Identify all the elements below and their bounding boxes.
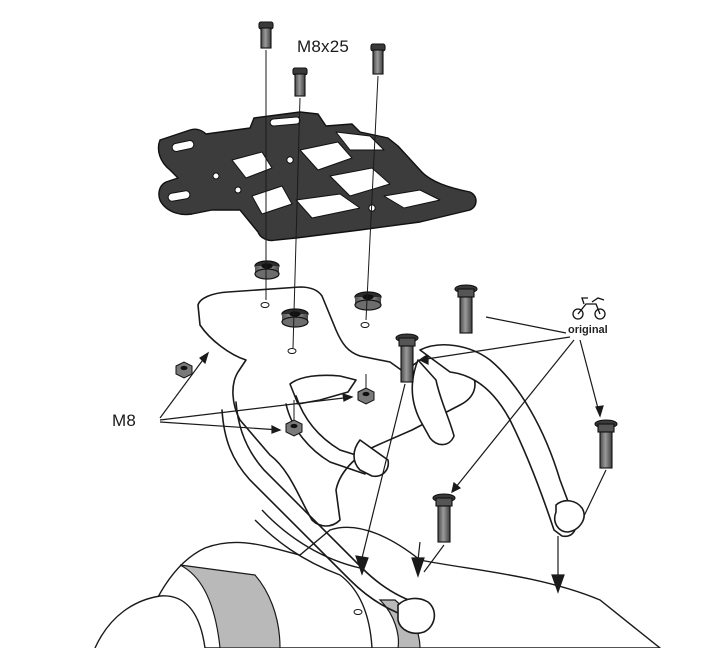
orig-bolt-2 bbox=[395, 333, 419, 383]
original-guide-arrows bbox=[355, 383, 607, 594]
bolt-3 bbox=[370, 43, 386, 75]
top-rack-plate bbox=[157, 111, 477, 242]
rail-tube-right bbox=[353, 344, 585, 635]
bolts-m8x25 bbox=[258, 21, 386, 97]
rack-slots bbox=[167, 116, 441, 219]
orig-bolt-3 bbox=[594, 419, 618, 469]
spacer-3 bbox=[281, 308, 309, 328]
bolt-2 bbox=[292, 67, 308, 97]
rubber-spacers bbox=[254, 260, 382, 328]
bolt-guide-lines bbox=[265, 50, 379, 349]
nut-1 bbox=[175, 361, 193, 379]
motorcycle-icon bbox=[572, 297, 606, 320]
bolt-size-label: M8x25 bbox=[297, 37, 350, 56]
original-label: original bbox=[568, 324, 608, 336]
nut-3 bbox=[285, 419, 303, 437]
nut-size-label: M8 bbox=[112, 411, 137, 430]
orig-bolt-4 bbox=[432, 493, 456, 543]
orig-bolt-1 bbox=[454, 284, 478, 334]
bolt-1 bbox=[258, 21, 274, 49]
spacer-2 bbox=[354, 291, 382, 311]
nut-guide-lines bbox=[293, 374, 367, 420]
bolts-original bbox=[395, 284, 618, 543]
nut-2 bbox=[357, 387, 375, 405]
m8-leaders bbox=[159, 351, 354, 434]
spacer-1 bbox=[254, 260, 280, 280]
base-holes bbox=[260, 302, 370, 615]
base-frame bbox=[197, 286, 476, 527]
original-leaders bbox=[418, 316, 604, 494]
